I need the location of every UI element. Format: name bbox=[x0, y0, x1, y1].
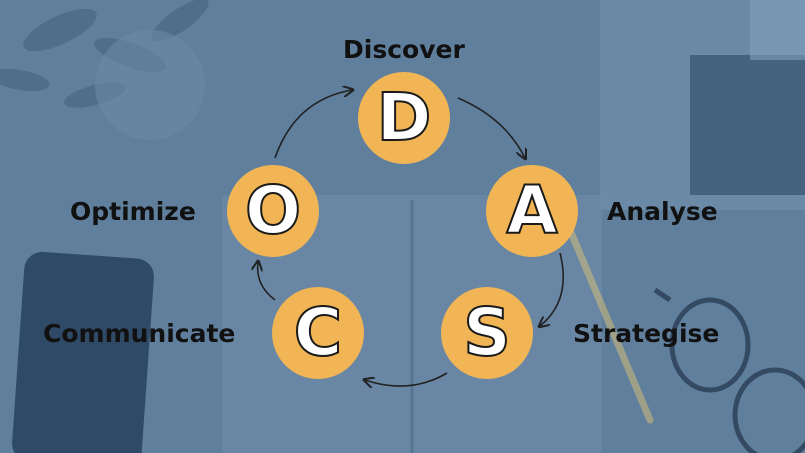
node-analyse: A bbox=[486, 165, 578, 257]
node-strategise-letter: S bbox=[462, 294, 512, 371]
label-optimize: Optimize bbox=[70, 197, 196, 226]
arrow-discover-to-analyse bbox=[457, 97, 525, 158]
node-communicate-letter: C bbox=[293, 294, 343, 371]
laptop-decoration bbox=[600, 0, 805, 210]
label-discover: Discover bbox=[343, 35, 465, 64]
node-analyse-letter: A bbox=[505, 172, 558, 249]
pencil-decoration bbox=[566, 226, 654, 424]
glasses-decoration bbox=[653, 287, 805, 453]
arrow-strategise-to-communicate bbox=[365, 372, 448, 386]
node-discover: D bbox=[358, 72, 450, 164]
node-optimize: O bbox=[227, 165, 319, 257]
arrow-optimize-to-discover bbox=[274, 90, 352, 159]
arrow-communicate-to-optimize bbox=[258, 262, 276, 301]
node-discover-letter: D bbox=[376, 79, 433, 156]
label-strategise: Strategise bbox=[573, 319, 720, 348]
notebook-decoration bbox=[222, 195, 602, 453]
label-analyse: Analyse bbox=[607, 197, 718, 226]
arrow-analyse-to-strategise bbox=[540, 252, 565, 326]
node-communicate: C bbox=[272, 287, 364, 379]
node-optimize-letter: O bbox=[244, 172, 302, 249]
label-communicate: Communicate bbox=[43, 319, 236, 348]
phone-decoration bbox=[12, 251, 154, 453]
node-strategise: S bbox=[441, 287, 533, 379]
